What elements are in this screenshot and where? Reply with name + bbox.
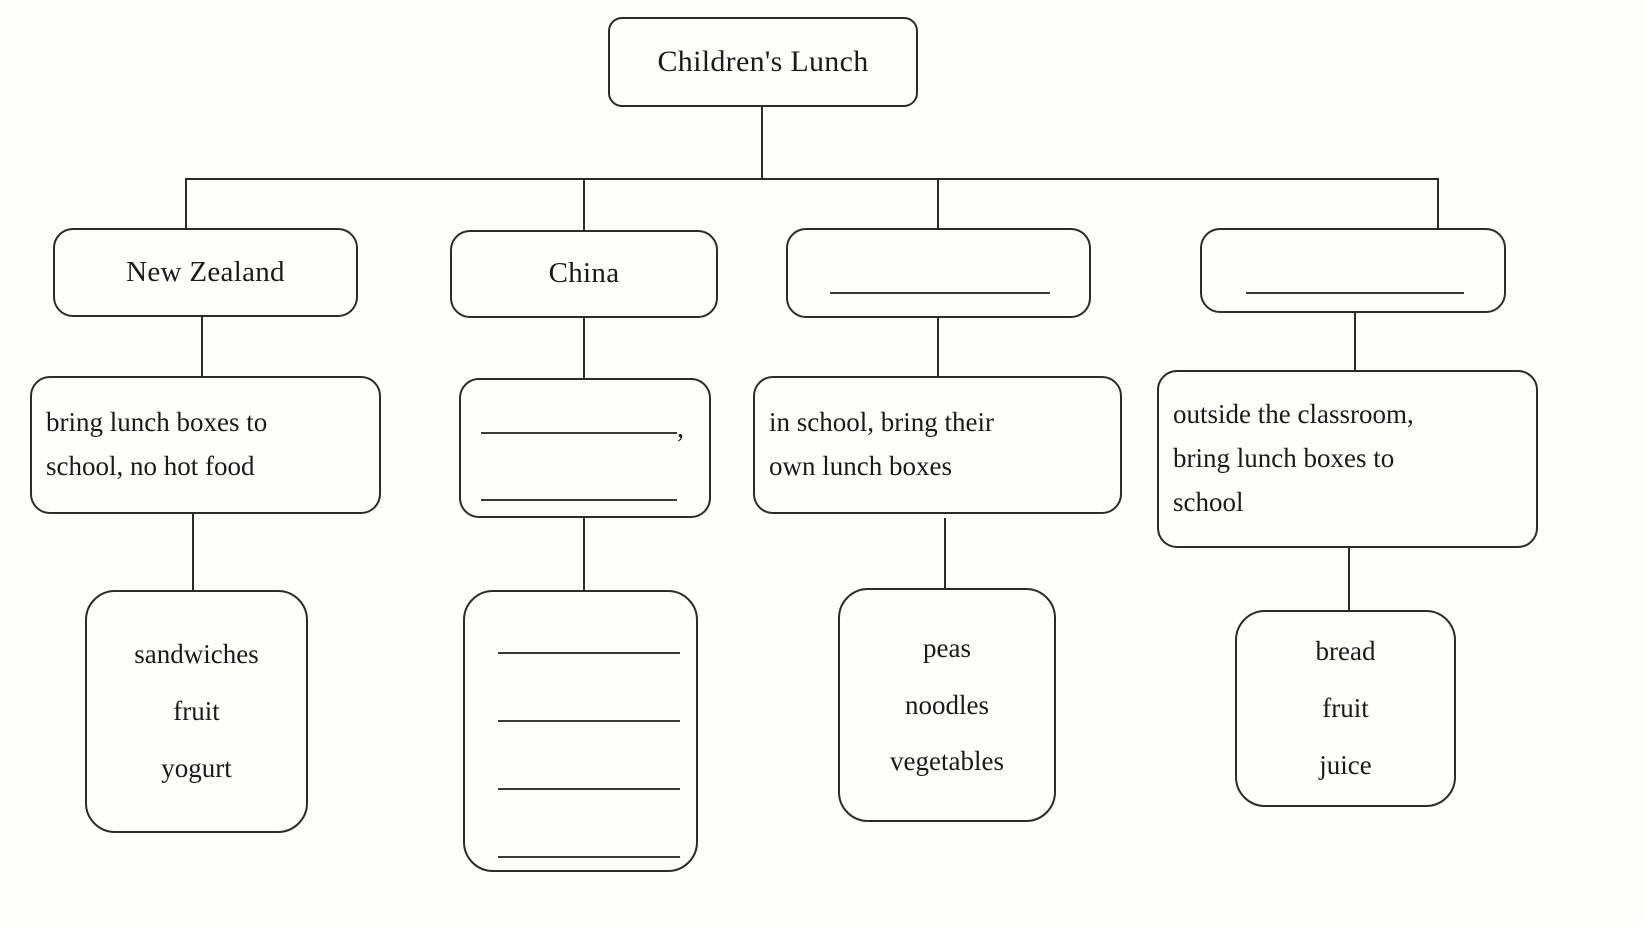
connector-bus-to-country-3 <box>937 178 939 230</box>
node-food-item: noodles <box>905 689 989 720</box>
blank-fill-group-country-4 <box>1202 230 1504 311</box>
node-detail-china-blank[interactable]: , <box>459 378 711 518</box>
blank-fill-group-detail-2: , <box>461 380 709 516</box>
node-food-item: juice <box>1319 749 1372 780</box>
blank-fill-group-foods-2 <box>465 592 696 870</box>
node-detail-line: in school, bring their <box>769 407 994 438</box>
blank-fill-line[interactable] <box>830 292 1050 294</box>
blank-fill-line[interactable] <box>1246 292 1464 294</box>
connector-detail-1-to-foods-1 <box>192 514 194 590</box>
blank-fill-line[interactable] <box>498 720 680 722</box>
node-country-blank-3[interactable] <box>786 228 1091 318</box>
node-detail-unknown-4[interactable]: outside the classroom, bring lunch boxes… <box>1157 370 1538 548</box>
node-detail-line: school, no hot food <box>46 451 255 481</box>
node-foods-unknown-4[interactable]: bread fruit juice <box>1235 610 1456 807</box>
connector-bus-to-country-1 <box>185 178 187 230</box>
node-detail-new-zealand[interactable]: bring lunch boxes to school, no hot food <box>30 376 381 514</box>
connector-country-4-to-detail-4 <box>1354 313 1356 371</box>
node-country-new-zealand[interactable]: New Zealand <box>53 228 358 317</box>
node-country-label-1: New Zealand <box>126 255 285 288</box>
node-detail-trailing-comma: , <box>677 413 684 444</box>
blank-fill-line[interactable] <box>481 499 677 501</box>
node-country-blank-4[interactable] <box>1200 228 1506 313</box>
node-foods-china-blank[interactable] <box>463 590 698 872</box>
connector-bus-to-country-2 <box>583 178 585 230</box>
connector-country-2-to-detail-2 <box>583 318 585 378</box>
node-detail-line: own lunch boxes <box>769 451 952 481</box>
connector-title-to-bus <box>761 107 763 179</box>
node-food-item: fruit <box>1322 693 1369 724</box>
node-detail-line: outside the classroom, <box>1173 399 1414 430</box>
connector-detail-4-to-foods-4 <box>1348 548 1350 610</box>
node-food-item: yogurt <box>161 752 232 783</box>
connector-detail-2-to-foods-2 <box>583 518 585 590</box>
node-detail-line: bring lunch boxes to <box>1173 443 1395 474</box>
node-title-children-lunch[interactable]: Children's Lunch <box>608 17 918 107</box>
connector-country-1-to-detail-1 <box>201 316 203 376</box>
blank-fill-line[interactable] <box>498 856 680 858</box>
connector-horizontal-bus <box>185 178 1439 180</box>
node-foods-unknown-3[interactable]: peas noodles vegetables <box>838 588 1056 822</box>
connector-detail-3-to-foods-3 <box>944 518 946 590</box>
node-food-item: vegetables <box>890 746 1004 777</box>
blank-fill-group-country-3 <box>788 230 1089 316</box>
connector-country-3-to-detail-3 <box>937 318 939 376</box>
node-title-label: Children's Lunch <box>657 44 869 78</box>
node-country-label-2: China <box>548 257 620 290</box>
node-food-item: bread <box>1315 636 1376 667</box>
node-detail-line: school <box>1173 486 1244 517</box>
node-country-china[interactable]: China <box>450 230 718 318</box>
node-foods-new-zealand[interactable]: sandwiches fruit yogurt <box>85 590 308 833</box>
connector-bus-to-country-4 <box>1437 178 1439 230</box>
node-food-item: sandwiches <box>134 639 259 670</box>
node-food-item: fruit <box>173 696 220 727</box>
node-detail-unknown-3[interactable]: in school, bring their own lunch boxes <box>753 376 1122 514</box>
blank-fill-line[interactable] <box>498 788 680 790</box>
blank-fill-line[interactable] <box>481 432 677 434</box>
blank-fill-line[interactable] <box>498 652 680 654</box>
node-food-item: peas <box>923 632 971 663</box>
node-detail-line: bring lunch boxes to <box>46 407 268 438</box>
